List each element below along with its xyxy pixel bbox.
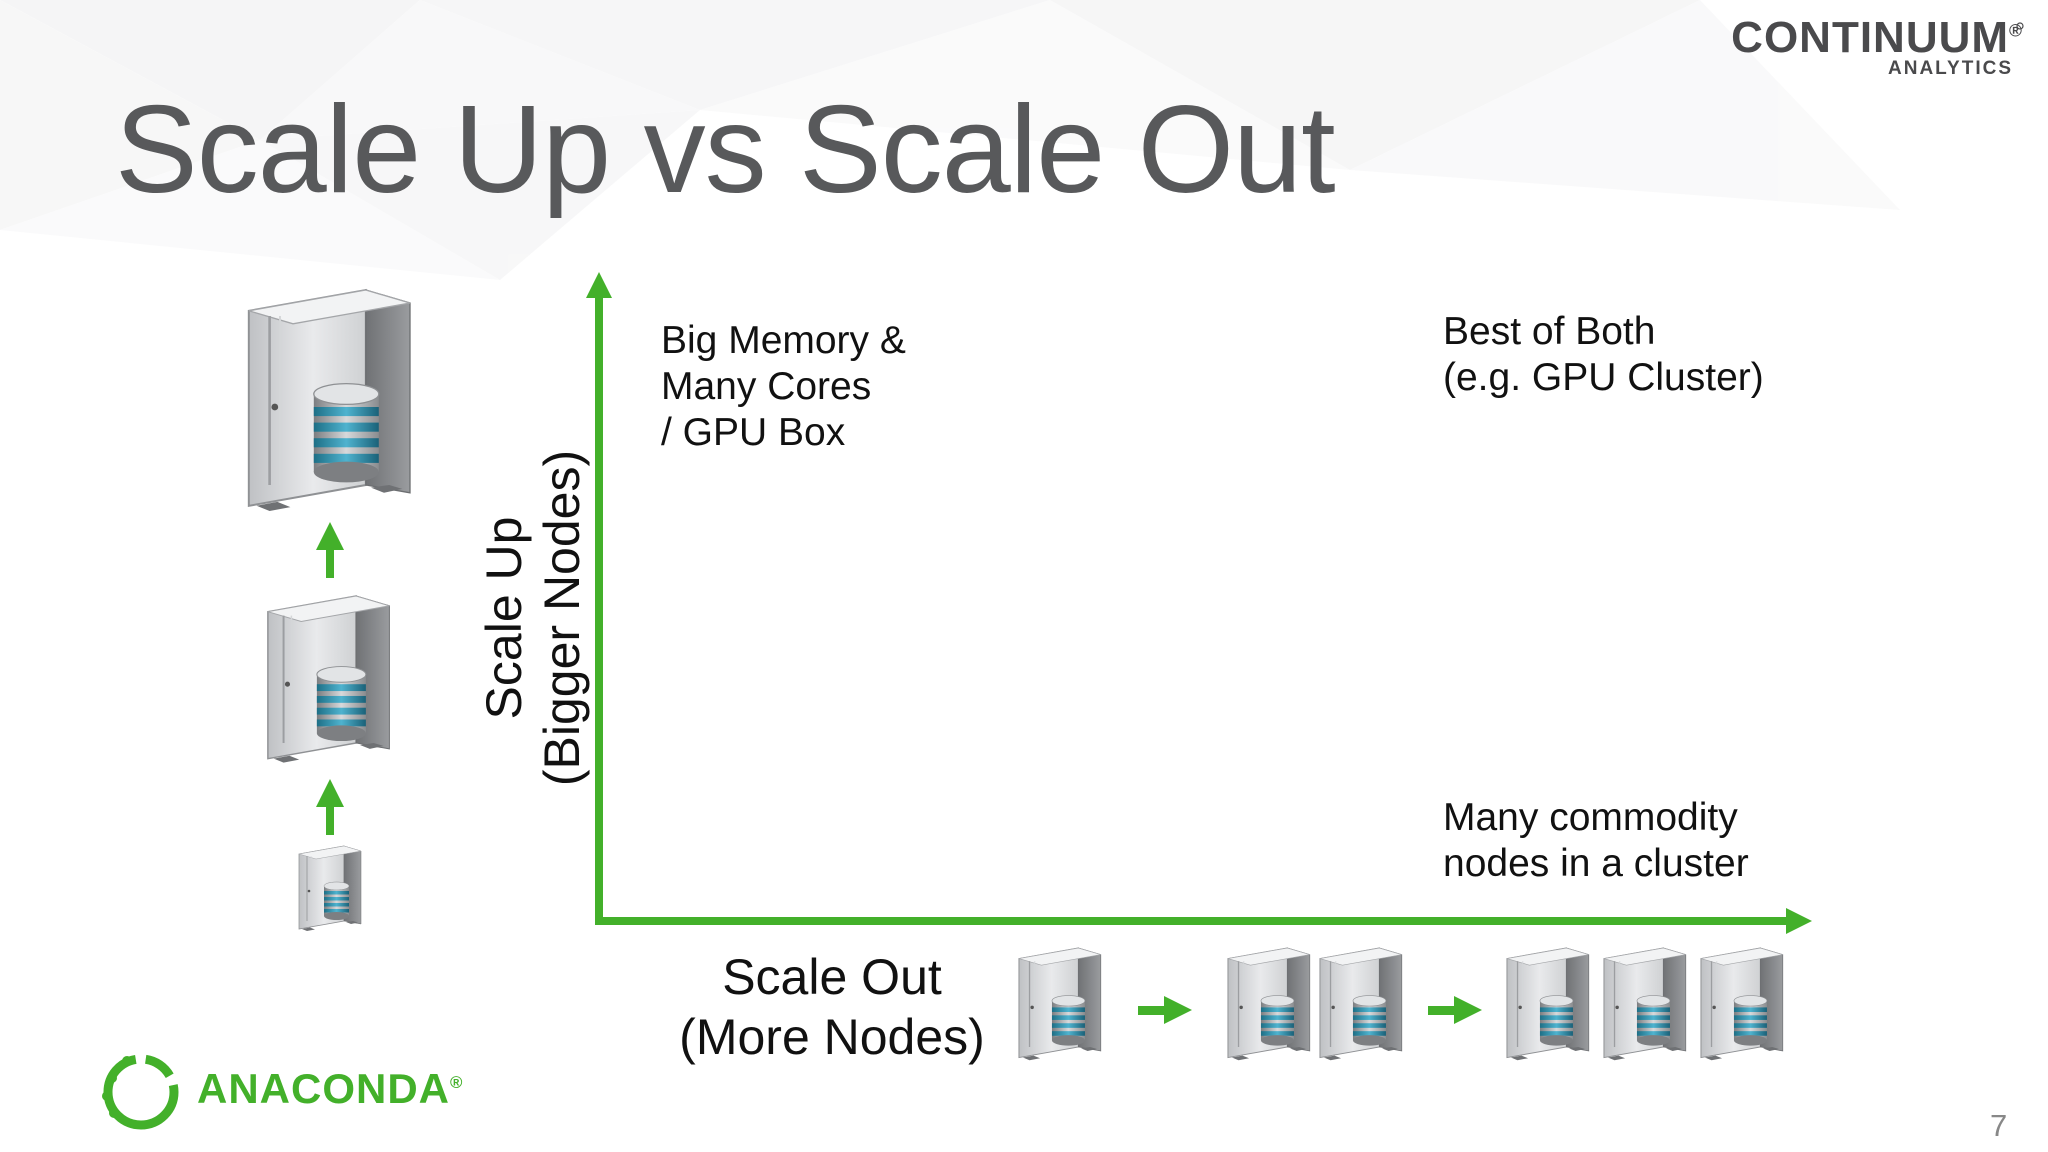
x-axis-label-line: Scale Out (722, 949, 942, 1005)
arrow-right-icon (1138, 996, 1192, 1024)
registered-mark: ® (450, 1073, 464, 1092)
arrow-up-icon (316, 779, 344, 835)
server-node-icon (1506, 947, 1590, 1061)
background-pattern (0, 0, 1900, 280)
slide-title: Scale Up vs Scale Out (115, 81, 1336, 219)
server-small-icon (298, 845, 362, 932)
y-axis-label-line: (Bigger Nodes) (534, 449, 590, 787)
page-number: 7 (1990, 1108, 2008, 1143)
quadrant-line: / GPU Box (661, 411, 846, 454)
quadrant-top-right-label: Best of Both (e.g. GPU Cluster) (1443, 309, 1764, 401)
x-axis-arrowhead (1786, 908, 1812, 934)
quadrant-line: Many commodity (1443, 796, 1738, 839)
registered-mark: ® (2009, 20, 2023, 41)
server-large-icon (247, 288, 412, 513)
quadrant-bottom-right-label: Many commodity nodes in a cluster (1443, 795, 1749, 887)
quadrant-line: Many Cores (661, 365, 872, 408)
server-node-icon (1227, 947, 1311, 1061)
continuum-brand: CONTINUUM® ANALYTICS (1731, 13, 2023, 80)
quadrant-top-left-label: Big Memory & Many Cores / GPU Box (661, 318, 906, 456)
continuum-logo-icon (2016, 22, 2024, 30)
quadrant-line: Big Memory & (661, 319, 906, 362)
quadrant-line: nodes in a cluster (1443, 842, 1749, 885)
arrow-right-icon (1428, 996, 1482, 1024)
arrow-up-icon (316, 522, 344, 578)
quadrant-line: Best of Both (1443, 310, 1656, 353)
scale-out-illustration (1018, 947, 1784, 1061)
server-node-icon (1700, 947, 1784, 1061)
y-axis-label: Scale Up (Bigger Nodes) (475, 450, 591, 786)
anaconda-wordmark: ANACONDA® (197, 1065, 464, 1112)
scale-up-illustration (247, 288, 412, 932)
x-axis-label: Scale Out (More Nodes) (679, 947, 985, 1067)
server-node-icon (1018, 947, 1102, 1061)
x-axis-label-line: (More Nodes) (679, 1009, 985, 1065)
brand-subtitle: ANALYTICS (1888, 58, 2013, 80)
server-medium-icon (266, 595, 391, 764)
quadrant-line: (e.g. GPU Cluster) (1443, 356, 1764, 399)
axes (586, 272, 1812, 934)
server-node-icon (1319, 947, 1403, 1061)
anaconda-logo-icon (102, 1054, 179, 1130)
y-axis-label-line: Scale Up (476, 516, 532, 720)
y-axis-arrowhead (586, 272, 612, 298)
brand-name: CONTINUUM® (1731, 13, 2023, 62)
server-node-icon (1603, 947, 1687, 1061)
